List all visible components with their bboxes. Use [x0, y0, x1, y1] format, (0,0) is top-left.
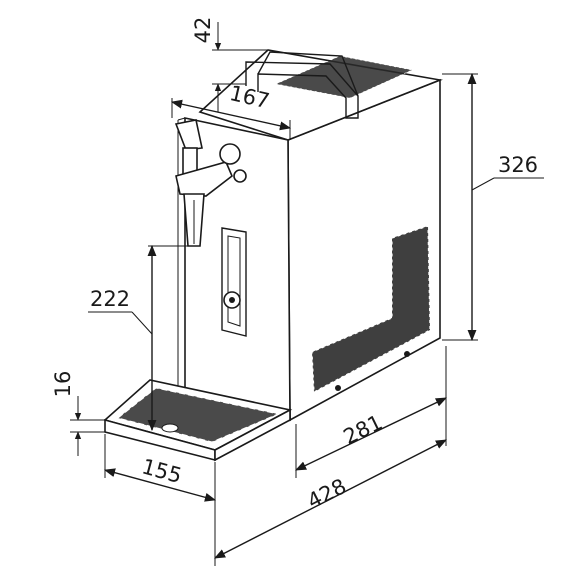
dim-total-height: 326 [442, 72, 544, 342]
dim-tray-height: 16 [51, 371, 105, 456]
cabinet [177, 49, 443, 422]
side-vent-grille [311, 225, 431, 393]
dim-label-326: 326 [498, 153, 538, 177]
dim-label-222: 222 [90, 287, 130, 311]
dim-label-16: 16 [51, 371, 75, 398]
control-panel [221, 227, 247, 337]
dim-label-428: 428 [304, 474, 351, 514]
dim-label-155: 155 [139, 454, 184, 488]
top-vent-grille [274, 55, 413, 99]
dim-tap-height: 222 [88, 244, 196, 432]
carry-handle [245, 51, 359, 119]
dim-label-281: 281 [340, 410, 387, 449]
dim-label-42: 42 [191, 17, 215, 44]
